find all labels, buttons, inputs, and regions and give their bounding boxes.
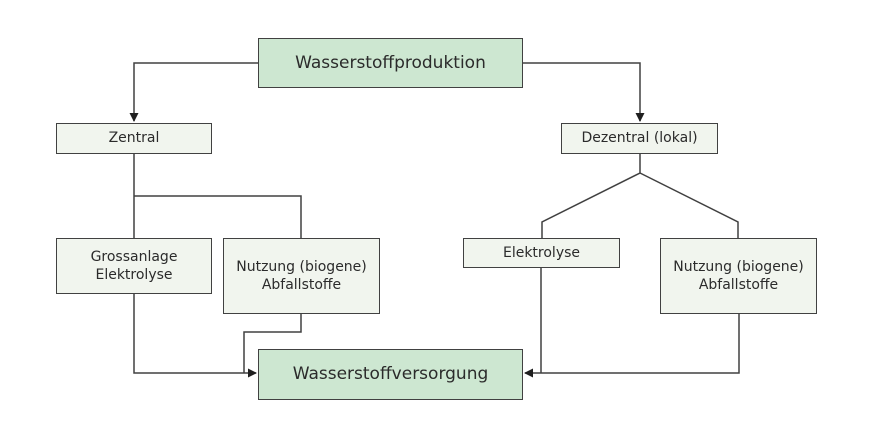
node-wasserstoffproduktion: Wasserstoffproduktion [258, 38, 523, 88]
node-grossanlage-elektrolyse: Grossanlage Elektrolyse [56, 238, 212, 294]
node-elektrolyse: Elektrolyse [463, 238, 620, 268]
edge-dezentral-nutzung-right [639, 172, 739, 238]
edge-nutzung-left-versorgung [243, 313, 302, 373]
edge-production-zentral [129, 62, 258, 122]
node-label: Wasserstoffproduktion [295, 52, 486, 73]
node-label: Nutzung (biogene) Abfallstoffe [236, 258, 367, 293]
node-label: Zentral [108, 130, 160, 147]
node-zentral: Zentral [56, 123, 212, 154]
node-nutzung-abfallstoffe-left: Nutzung (biogene) Abfallstoffe [223, 238, 380, 314]
edge-dezentral-elektrolyse [541, 154, 641, 238]
node-label: Grossanlage Elektrolyse [90, 248, 178, 283]
edge-nutzung-right-versorgung [524, 314, 740, 378]
node-label: Dezentral (lokal) [581, 130, 698, 147]
node-dezentral-lokal: Dezentral (lokal) [561, 123, 718, 154]
node-nutzung-abfallstoffe-right: Nutzung (biogene) Abfallstoffe [660, 238, 817, 314]
edge-zentral-nutzung-left [134, 195, 302, 238]
edge-grossanlage-versorgung [133, 293, 257, 378]
edge-production-dezentral [523, 62, 645, 122]
node-label: Nutzung (biogene) Abfallstoffe [673, 258, 804, 293]
node-wasserstoffversorgung: Wasserstoffversorgung [258, 349, 523, 400]
node-label: Wasserstoffversorgung [292, 364, 489, 385]
node-label: Elektrolyse [502, 244, 581, 261]
